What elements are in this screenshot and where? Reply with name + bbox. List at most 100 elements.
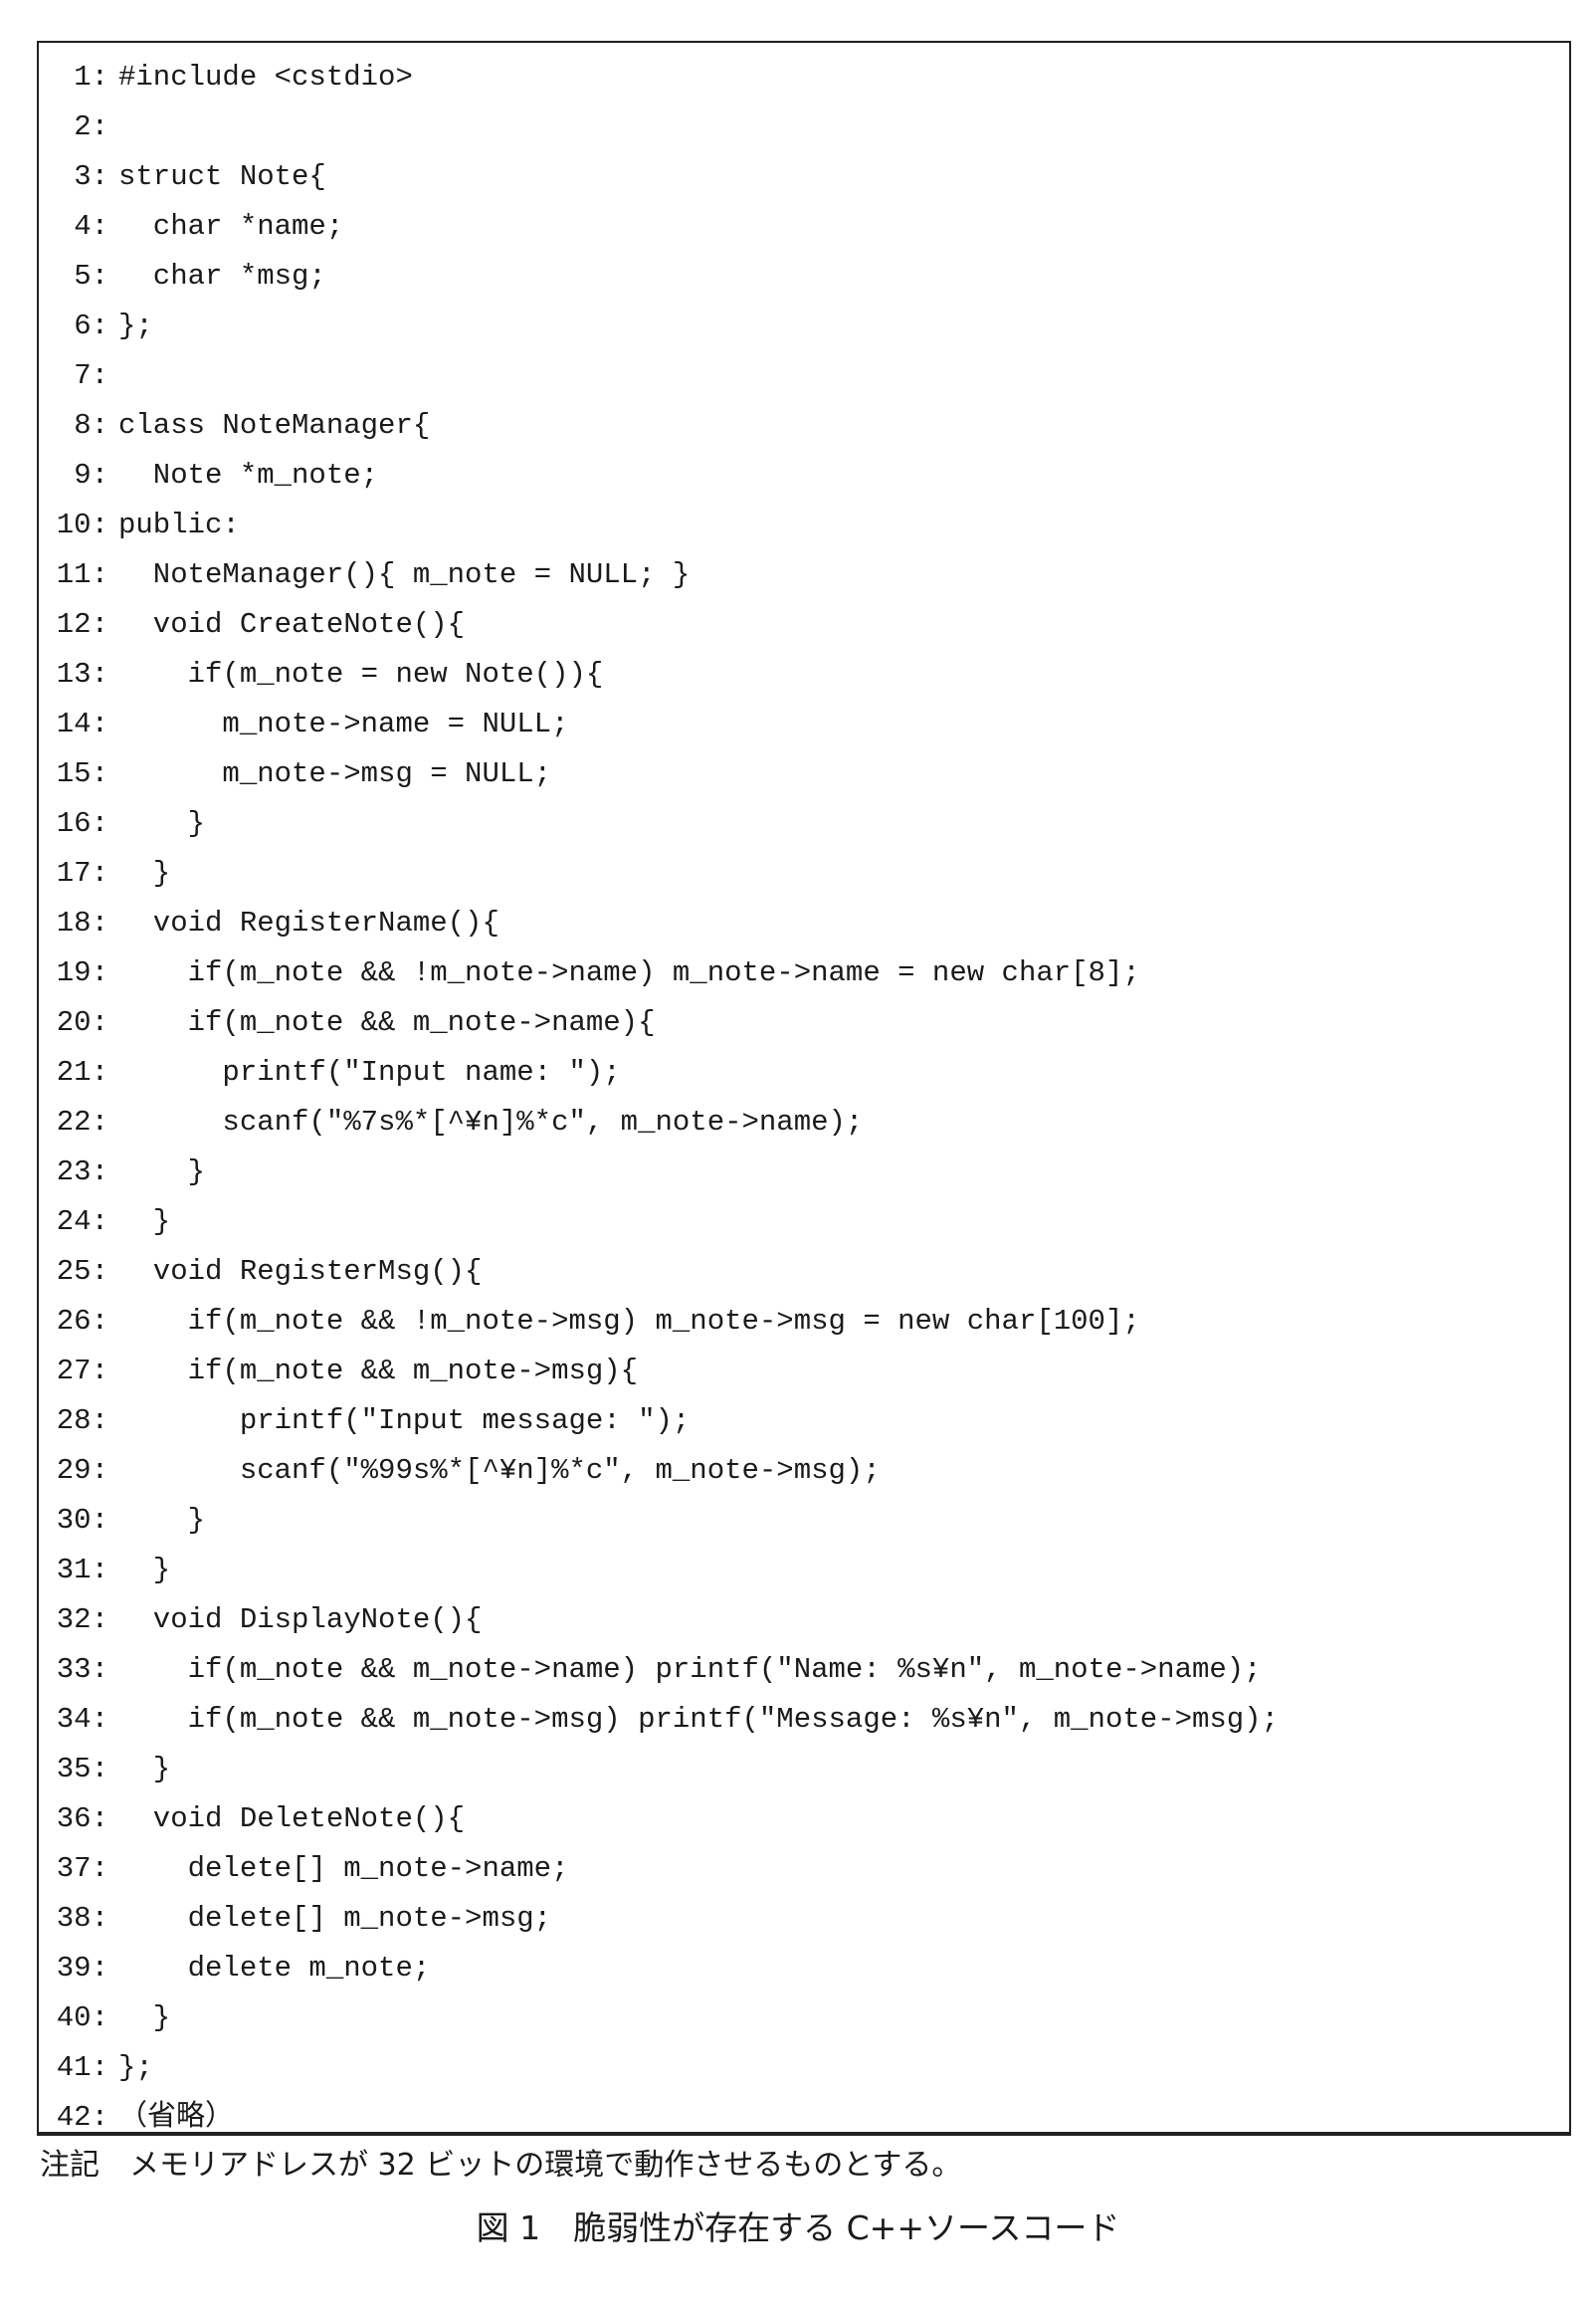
- line-number: 19:: [56, 956, 108, 989]
- line-code: m_note->msg = NULL;: [118, 757, 552, 790]
- line-code: char *msg;: [118, 260, 326, 293]
- code-line: 5: char *msg;: [39, 252, 1279, 302]
- line-code: #include <cstdio>: [118, 61, 413, 94]
- line-code: }: [118, 1554, 171, 1586]
- line-code: scanf("%99s%*[^¥n]%*c", m_note->msg);: [118, 1454, 881, 1487]
- line-number: 33:: [56, 1653, 108, 1686]
- line-number: 9:: [74, 459, 108, 492]
- code-line: 12: void CreateNote(){: [39, 600, 1279, 650]
- line-code: NoteManager(){ m_note = NULL; }: [118, 558, 691, 591]
- line-number: 2:: [74, 110, 108, 143]
- line-code: printf("Input name: ");: [118, 1056, 621, 1089]
- line-number: 26:: [56, 1305, 108, 1338]
- code-line: 4: char *name;: [39, 202, 1279, 252]
- line-number: 39:: [56, 1952, 108, 1985]
- code-line: 27: if(m_note && m_note->msg){: [39, 1347, 1279, 1396]
- code-line: 9: Note *m_note;: [39, 451, 1279, 501]
- line-number: 29:: [56, 1454, 108, 1487]
- code-line: 6:};: [39, 302, 1279, 351]
- line-number: 30:: [56, 1504, 108, 1537]
- line-number: 5:: [74, 260, 108, 293]
- line-code: class NoteManager{: [118, 409, 431, 442]
- line-code: scanf("%7s%*[^¥n]%*c", m_note->name);: [118, 1106, 864, 1139]
- line-code: public:: [118, 509, 240, 541]
- line-number: 34:: [56, 1703, 108, 1736]
- line-number: 20:: [56, 1006, 108, 1039]
- line-code: }: [118, 1205, 171, 1238]
- code-lines: 1: #include <cstdio> 2: 3: struct Note{ 4: ch…: [39, 53, 1279, 2143]
- line-code: Note *m_note;: [118, 459, 379, 492]
- code-line: 8: class NoteManager{: [39, 401, 1279, 451]
- line-number: 10:: [56, 509, 108, 541]
- line-code: if(m_note && !m_note->msg) m_note->msg =…: [118, 1305, 1140, 1338]
- line-code: if(m_note && !m_note->name) m_note->name…: [118, 956, 1140, 989]
- line-code: void RegisterMsg(){: [118, 1255, 483, 1288]
- code-line: 35: }: [39, 1745, 1279, 1794]
- footnote: 注記 メモリアドレスが 32 ビットの環境で動作させるものとする。: [40, 2148, 962, 2183]
- code-line: 10: public:: [39, 501, 1279, 550]
- line-number: 13:: [56, 658, 108, 691]
- line-number: 27:: [56, 1355, 108, 1387]
- line-number: 25:: [56, 1255, 108, 1288]
- line-number: 41:: [56, 2051, 108, 2084]
- code-line: 41:};: [39, 2043, 1279, 2093]
- code-line: 22: scanf("%7s%*[^¥n]%*c", m_note->name)…: [39, 1098, 1279, 1148]
- line-code: }: [118, 1753, 171, 1785]
- code-line: 1: #include <cstdio>: [39, 53, 1279, 103]
- line-number: 23:: [56, 1155, 108, 1188]
- line-number: 40:: [56, 2001, 108, 2034]
- code-line: 20: if(m_note && m_note->name){: [39, 998, 1279, 1048]
- line-code: }: [118, 1155, 206, 1188]
- code-line: 42:（省略）: [39, 2093, 1279, 2143]
- code-line: 28: printf("Input message: ");: [39, 1396, 1279, 1446]
- line-number: 11:: [56, 558, 108, 591]
- line-number: 7:: [74, 359, 108, 392]
- code-line: 39: delete m_note;: [39, 1944, 1279, 1993]
- line-code: }: [118, 2001, 171, 2034]
- line-code: }: [118, 857, 171, 890]
- line-number: 38:: [56, 1902, 108, 1935]
- line-code: char *name;: [118, 210, 344, 243]
- code-line: 34: if(m_note && m_note->msg) printf("Me…: [39, 1695, 1279, 1745]
- line-number: 14:: [56, 708, 108, 740]
- code-line: 29: scanf("%99s%*[^¥n]%*c", m_note->msg)…: [39, 1446, 1279, 1496]
- code-line: 32: void DisplayNote(){: [39, 1595, 1279, 1645]
- source-code-listing: 1: #include <cstdio> 2: 3: struct Note{ 4: ch…: [37, 41, 1571, 2136]
- line-code: }: [118, 1504, 206, 1537]
- line-number: 16:: [56, 807, 108, 840]
- line-number: 31:: [56, 1554, 108, 1586]
- line-number: 37:: [56, 1852, 108, 1885]
- line-code: if(m_note && m_note->name){: [118, 1006, 656, 1039]
- line-code: void DisplayNote(){: [118, 1603, 483, 1636]
- line-code: if(m_note && m_note->msg){: [118, 1355, 639, 1387]
- line-number: 1:: [74, 61, 108, 94]
- code-line: 7:: [39, 351, 1279, 401]
- line-number: 18:: [56, 907, 108, 940]
- code-line: 15: m_note->msg = NULL;: [39, 749, 1279, 799]
- code-line: 37: delete[] m_note->name;: [39, 1844, 1279, 1894]
- code-line: 18: void RegisterName(){: [39, 899, 1279, 948]
- line-code: if(m_note && m_note->name) printf("Name:…: [118, 1653, 1262, 1686]
- line-number: 22:: [56, 1106, 108, 1139]
- code-line: 31: }: [39, 1546, 1279, 1595]
- line-number: 32:: [56, 1603, 108, 1636]
- code-line: 25: void RegisterMsg(){: [39, 1247, 1279, 1297]
- line-code: m_note->name = NULL;: [118, 708, 569, 740]
- line-code: void RegisterName(){: [118, 907, 499, 940]
- line-number: 3:: [74, 160, 108, 193]
- code-line: 19: if(m_note && !m_note->name) m_note->…: [39, 948, 1279, 998]
- code-line: 36: void DeleteNote(){: [39, 1794, 1279, 1844]
- code-line: 26: if(m_note && !m_note->msg) m_note->m…: [39, 1297, 1279, 1347]
- line-number: 8:: [74, 409, 108, 442]
- line-number: 12:: [56, 608, 108, 641]
- code-line: 17: }: [39, 849, 1279, 899]
- line-code: delete[] m_note->name;: [118, 1852, 569, 1885]
- code-line: 14: m_note->name = NULL;: [39, 700, 1279, 749]
- line-code: delete m_note;: [118, 1952, 431, 1985]
- line-code: if(m_note = new Note()){: [118, 658, 604, 691]
- line-number: 36:: [56, 1802, 108, 1835]
- code-line: 16: }: [39, 799, 1279, 849]
- line-code: struct Note{: [118, 160, 326, 193]
- code-line: 21: printf("Input name: ");: [39, 1048, 1279, 1098]
- line-number: 6:: [74, 310, 108, 342]
